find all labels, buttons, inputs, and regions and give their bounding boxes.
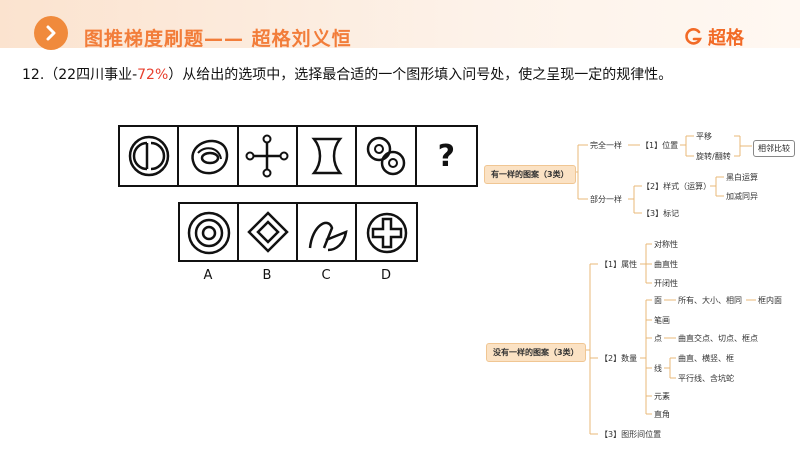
mm-quantity: 【2】数量 [600, 354, 638, 363]
figure-5 [357, 127, 417, 185]
figure-3 [239, 127, 299, 185]
mm-point: 点 [654, 334, 662, 343]
mm-point-detail: 曲直交点、切点、框点 [678, 334, 758, 343]
question-text: 12.（22四川事业-72%）从给出的选项中，选择最合适的一个图形填入问号处，使… [22, 64, 672, 84]
option-label-a[interactable]: A [203, 268, 213, 283]
option-label-c[interactable]: C [321, 268, 331, 283]
question-source-end: ） [168, 67, 183, 83]
option-label-d[interactable]: D [380, 268, 391, 283]
mm-bw-op: 黑白运算 [726, 173, 758, 182]
mm-attribute: 【1】属性 [600, 260, 638, 269]
mindmap-branch-same: 有一样的图案（3类） [484, 165, 576, 184]
mm-add-sub: 加减同异 [726, 192, 758, 201]
correct-rate: 72% [137, 67, 169, 83]
figure-1 [120, 127, 180, 185]
question-mark-cell: ? [417, 127, 476, 185]
option-figure-b[interactable] [239, 204, 299, 262]
mm-mark: 【3】标记 [642, 209, 680, 218]
mindmap-branch-different: 没有一样的图案（3类） [486, 343, 586, 362]
mm-relation: 【3】图形间位置 [600, 430, 662, 439]
brand-name: 超格 [708, 28, 744, 49]
mm-openclose: 开闭性 [654, 279, 678, 288]
mm-full-same: 完全一样 [590, 141, 622, 150]
mm-symmetry: 对称性 [654, 240, 678, 249]
mm-line-detail-1: 曲直、横竖、框 [678, 354, 734, 363]
option-figure-c[interactable] [298, 204, 358, 262]
puzzle-sequence: ? [118, 125, 478, 187]
mm-rotate-flip: 旋转/翻转 [696, 152, 731, 161]
mm-line-detail-2: 平行线、含坑蛇 [678, 374, 734, 383]
mm-stroke: 笔画 [654, 316, 670, 325]
mm-style: 【2】样式（运算） [642, 182, 712, 191]
mm-element: 元素 [654, 392, 670, 401]
option-figures [178, 202, 418, 262]
brand-g-icon [685, 28, 702, 45]
mm-face-inner: 框内面 [758, 296, 782, 305]
mm-adjacent: 相邻比较 [753, 140, 795, 157]
mm-position: 【1】位置 [641, 141, 679, 150]
header-banner: 图推梯度刷题—— 超格刘义恒 超格 [0, 0, 800, 50]
question-source: （22四川事业- [44, 67, 138, 83]
mm-face-detail: 所有、大小、相同 [678, 296, 742, 305]
option-label-b[interactable]: B [262, 268, 272, 283]
header-title: 图推梯度刷题—— 超格刘义恒 [84, 28, 352, 50]
chevron-right-icon [34, 16, 68, 50]
mm-face: 面 [654, 296, 662, 305]
figure-4 [298, 127, 358, 185]
question-number: 12. [22, 67, 45, 83]
question-prompt: 从给出的选项中，选择最合适的一个图形填入问号处，使之呈现一定的规律性。 [182, 67, 673, 83]
brand-logo: 超格 [684, 24, 744, 50]
option-figure-a[interactable] [180, 204, 240, 262]
figure-2 [179, 127, 239, 185]
mm-right-angle: 直角 [654, 410, 670, 419]
mm-line: 线 [654, 364, 662, 373]
mm-translate: 平移 [696, 132, 712, 141]
mm-curve: 曲直性 [654, 260, 678, 269]
question-mark: ? [437, 138, 456, 174]
mm-partial-same: 部分一样 [590, 195, 622, 204]
option-figure-d[interactable] [357, 204, 416, 262]
